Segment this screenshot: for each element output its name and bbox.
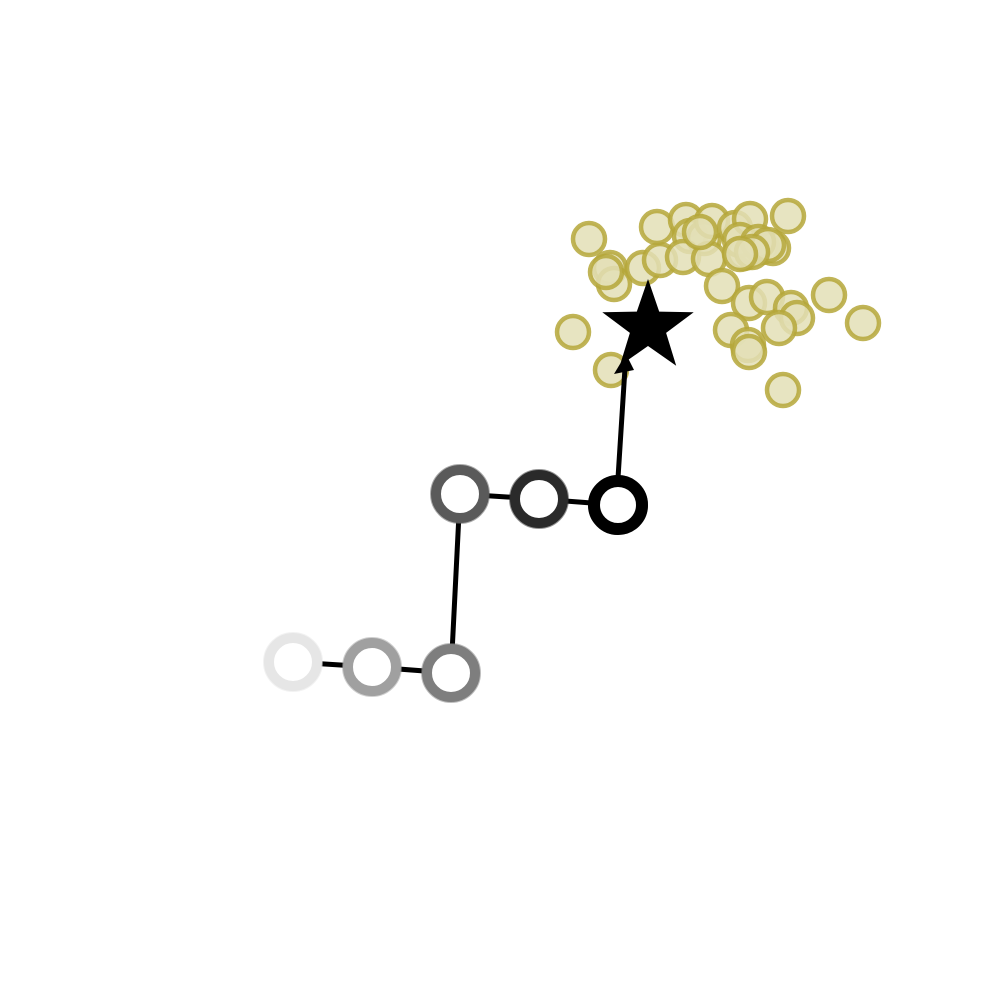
waypoint-ring-icon — [263, 632, 323, 692]
star-icon — [602, 279, 694, 366]
cluster-point — [844, 304, 882, 342]
cluster-point — [730, 333, 768, 371]
waypoint-ring-icon — [421, 643, 481, 703]
waypoint-ring-icon — [588, 475, 648, 535]
arrowhead-icon — [614, 354, 634, 374]
waypoint-group — [263, 464, 648, 703]
cluster-point — [760, 309, 798, 347]
cluster-point — [810, 276, 848, 314]
goal-marker — [602, 279, 694, 366]
cluster-point — [638, 208, 676, 246]
cluster-point — [570, 220, 608, 258]
path-segment-to-goal — [615, 365, 628, 481]
cluster-point — [769, 197, 807, 235]
sample-cluster — [554, 197, 882, 409]
waypoint-ring-icon — [509, 469, 569, 529]
cluster-point — [681, 213, 719, 251]
cluster-point — [587, 253, 625, 291]
cluster-point — [703, 267, 741, 305]
cluster-point — [764, 371, 802, 409]
cluster-point — [554, 313, 592, 351]
waypoint-ring-icon — [342, 637, 402, 697]
waypoint-ring-icon — [430, 464, 490, 524]
cluster-point — [721, 235, 759, 273]
